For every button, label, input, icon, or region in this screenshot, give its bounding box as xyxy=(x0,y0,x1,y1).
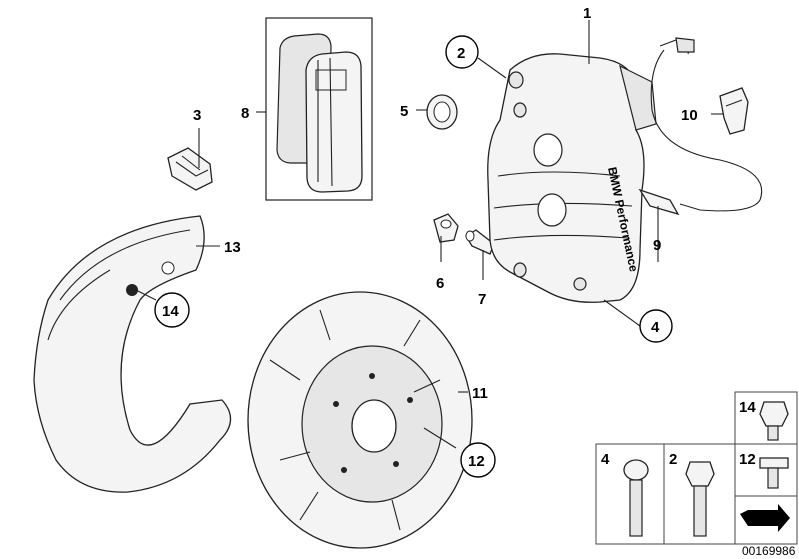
legend-label-4: 4 xyxy=(601,451,610,468)
anti-rattle-spring xyxy=(167,147,213,191)
legend-label-14: 14 xyxy=(739,399,756,416)
brake-caliper: BMW Performance xyxy=(487,53,657,303)
brake-disc xyxy=(247,291,473,549)
brake-pads-frame xyxy=(265,17,373,201)
bleed-screw xyxy=(433,213,459,243)
diagram-number: 00169986 xyxy=(742,544,796,558)
callout-1: 1 xyxy=(583,5,591,22)
legend-boxes xyxy=(595,391,798,545)
legend-label-2: 2 xyxy=(669,451,677,468)
callout-2: 2 xyxy=(457,45,465,62)
brake-pads-group xyxy=(265,17,373,201)
direction-arrow-icon xyxy=(740,504,790,532)
sensor-bracket xyxy=(719,87,749,135)
callout-3: 3 xyxy=(193,107,201,124)
wear-sensor xyxy=(638,37,763,216)
callout-labels: 1 2 3 5 8 10 9 6 7 4 11 12 13 14 xyxy=(154,5,698,478)
callout-4: 4 xyxy=(651,319,660,336)
callout-12: 12 xyxy=(468,453,485,470)
callout-5: 5 xyxy=(400,103,408,120)
brake-pad-front xyxy=(305,51,363,193)
callout-9: 9 xyxy=(653,237,661,254)
callout-6: 6 xyxy=(436,275,444,292)
callout-13: 13 xyxy=(224,239,241,256)
sealing-ring xyxy=(426,94,458,130)
leader-lines xyxy=(135,20,724,449)
callout-7: 7 xyxy=(478,291,486,308)
callout-11: 11 xyxy=(472,385,488,402)
callout-8: 8 xyxy=(241,105,249,122)
legend-label-12: 12 xyxy=(739,451,756,468)
brake-dust-shield xyxy=(33,215,232,493)
legend-labels: 14 12 4 2 xyxy=(601,399,756,468)
callout-14: 14 xyxy=(162,303,179,320)
callout-10: 10 xyxy=(681,107,698,124)
